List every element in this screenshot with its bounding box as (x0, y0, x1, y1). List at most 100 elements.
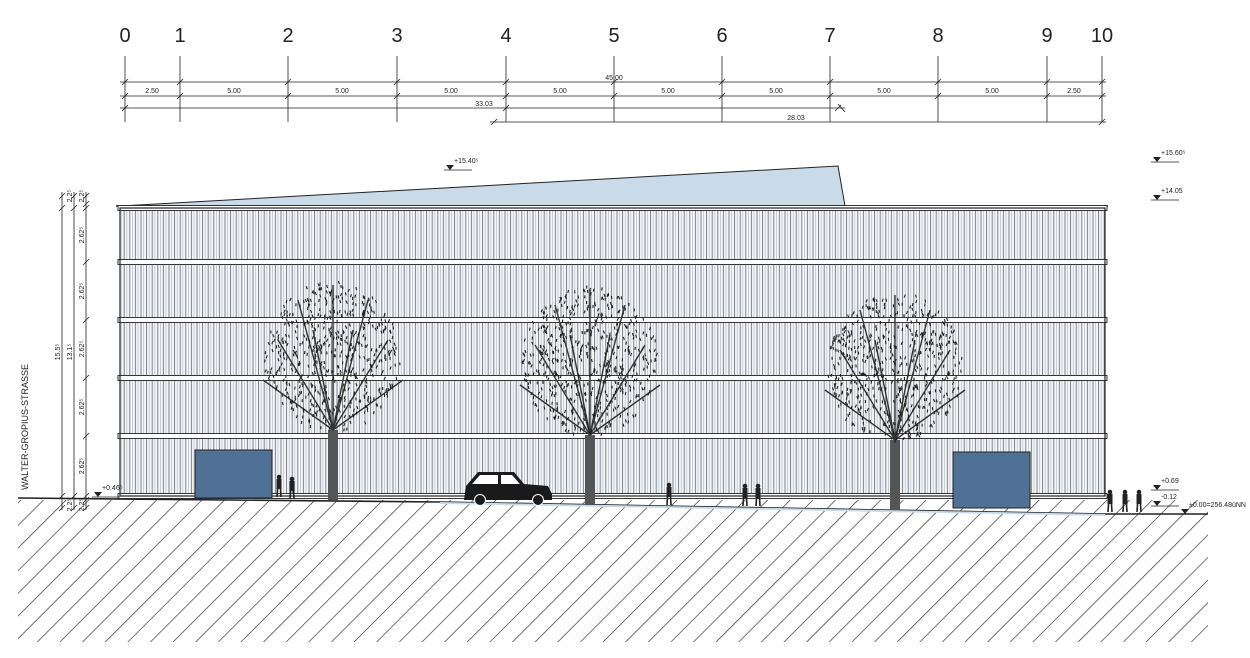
tree-right-leaf (908, 418, 911, 422)
tree-middle-leaf (553, 394, 556, 398)
tree-right-leaf (904, 431, 907, 435)
tree-right-leaf (884, 423, 887, 427)
tree-left-leaf (323, 341, 326, 345)
vdim-bottom-a: 2.2⁵ (67, 499, 74, 512)
dim-bay-label-2: 5.00 (335, 88, 349, 95)
tree-left-leaf (385, 391, 389, 396)
tree-middle-leaf (537, 391, 541, 396)
tree-middle-leaf (609, 301, 612, 306)
tree-left-leaf (323, 387, 326, 392)
tree-middle-leaf (589, 347, 592, 351)
tree-right-leaf (873, 374, 876, 378)
tree-middle-leaf (559, 322, 561, 326)
tree-left-leaf (312, 413, 315, 418)
tree-right-leaf (891, 368, 895, 373)
tree-left-leaf (329, 316, 332, 320)
tree-middle-leaf (609, 424, 612, 428)
tree-left-leaf (343, 423, 346, 427)
floor-band-2 (117, 317, 1108, 323)
tree-middle-leaf (633, 378, 636, 383)
tree-middle-leaf (530, 391, 533, 396)
tree-right-leaf (837, 362, 840, 366)
tree-left-leaf (387, 318, 391, 323)
tree-middle-leaf (580, 345, 583, 349)
tree-middle-leaf (549, 382, 552, 386)
tree-left-leaf (305, 337, 308, 341)
tree-right-leaf (868, 350, 871, 354)
tree-left-leaf (364, 420, 367, 425)
tree-left-leaf (284, 340, 287, 344)
tree-left-leaf (337, 372, 339, 377)
tree-middle-leaf (567, 429, 570, 433)
tree-middle-leaf (604, 356, 607, 360)
tree-left-leaf (294, 330, 297, 334)
tree-right-leaf (948, 397, 951, 402)
tree-left-leaf (292, 407, 295, 412)
grid-axis-label-10: 10 (1091, 25, 1113, 47)
tree-middle-leaf (573, 424, 577, 429)
tree-left-leaf (314, 316, 316, 321)
tree-left-leaf (375, 403, 378, 407)
tree-middle-leaf (565, 417, 568, 421)
tree-left-branch-2 (297, 299, 334, 431)
tree-middle-leaf (648, 349, 651, 353)
tree-middle-leaf (621, 387, 624, 391)
tree-right-leaf (952, 329, 955, 333)
tree-right-leaf (879, 387, 883, 391)
tree-left-leaf (345, 336, 348, 340)
tree-right-leaf (897, 302, 901, 306)
tree-right-leaf (944, 377, 947, 381)
tree-left-leaf (385, 388, 388, 392)
tree-middle-leaf (530, 364, 533, 368)
tree-middle-leaf (630, 352, 633, 357)
tree-right-leaf (857, 345, 860, 350)
tree-middle-leaf (634, 315, 637, 320)
tree-middle-leaf (569, 372, 572, 376)
tree-middle-leaf (627, 349, 630, 353)
tree-middle-leaf (615, 355, 618, 360)
tree-right-leaf (914, 385, 917, 389)
tree-right-leaf (903, 403, 906, 408)
tree-middle-leaf (583, 392, 587, 397)
tree-middle-leaf (541, 351, 544, 355)
tree-middle-leaf (558, 327, 561, 331)
tree-left-leaf (329, 293, 332, 297)
dim-tick-bay-1 (176, 92, 184, 100)
tree-right-leaf (862, 421, 865, 425)
tree-middle-leaf (623, 324, 627, 328)
tree-right-leaf (932, 378, 935, 382)
tree-left-leaf (371, 373, 374, 378)
tree-left-leaf (379, 391, 382, 395)
tree-right-leaf (909, 328, 912, 332)
tree-right-leaf (880, 346, 883, 351)
tree-left-leaf (370, 309, 373, 313)
tree-right-leaf (885, 377, 888, 382)
tree-middle-leaf (627, 420, 630, 424)
tree-right-leaf (846, 393, 850, 397)
dim-tick-total-5 (610, 78, 618, 86)
tree-middle-leaf (614, 369, 617, 373)
tree-right-leaf (901, 428, 904, 432)
level-left-base-marker (94, 492, 102, 497)
tree-middle-leaf (553, 309, 556, 314)
tree-middle-leaf (590, 428, 592, 433)
tree-left-leaf (391, 321, 394, 326)
tree-middle-branch-0 (534, 344, 591, 436)
vdim-tick-3-2 (82, 258, 90, 266)
tree-left-branch-3 (332, 299, 369, 431)
vdim-overall: 15.5⁵ (55, 344, 62, 361)
tree-middle-leaf (639, 337, 642, 342)
tree-middle-trunk (585, 435, 595, 505)
tree-left-leaf (327, 368, 330, 373)
tree-middle-leaf (643, 367, 645, 371)
tree-right-leaf (937, 310, 940, 314)
vdim-tick-9-0 (58, 504, 66, 512)
tree-left-leaf (295, 415, 298, 419)
tree-right-leaf (832, 364, 836, 368)
tree-middle-leaf (628, 321, 631, 326)
tree-left-leaf (332, 336, 335, 340)
tree-right-leaf (832, 335, 836, 340)
tree-left-leaf (349, 404, 351, 409)
tree-right-leaf (953, 377, 955, 381)
tree-left-branch-8 (332, 329, 354, 431)
